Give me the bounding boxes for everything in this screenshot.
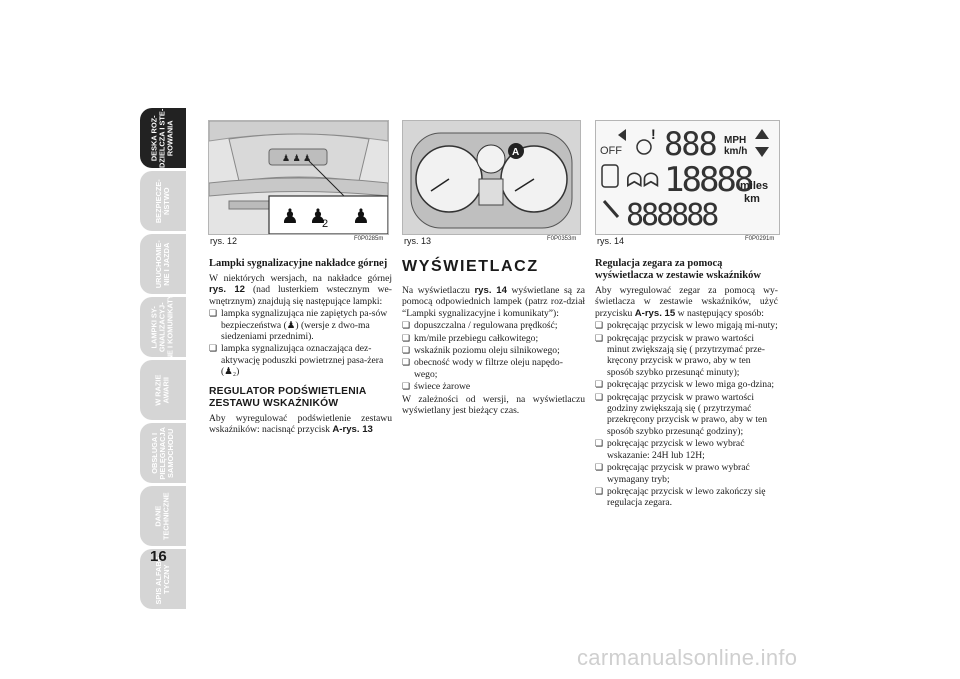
list-item: wskaźnik poziomu oleju silnikowego;	[402, 345, 585, 357]
watermark: carmanualsonline.info	[577, 645, 798, 670]
section-title: WYŚWIETLACZ	[402, 258, 539, 275]
paragraph: Aby wyregulować zegar za pomocą wy-świet…	[595, 285, 778, 319]
paragraph: W zależności od wersji, na wyświetlaczu …	[402, 393, 585, 417]
miles-label: miles	[740, 180, 768, 192]
svg-text:ᗣᗣ: ᗣᗣ	[626, 170, 659, 192]
tab-spis-alfabetyczny[interactable]: SPIS ALFABE- TYCZNY	[140, 549, 186, 609]
speed-digits: 888	[664, 125, 717, 163]
tab-deska-rozdzielcza[interactable]: DESKA ROZ- DZIELCZA I STE- ROWANIA	[140, 108, 186, 168]
list-item: lampka sygnalizująca oznaczająca dez-akt…	[209, 343, 392, 377]
bullet-list: dopuszczalna / regulowana prędkość; km/m…	[402, 320, 585, 393]
figure-code: F0P0291m	[745, 236, 775, 242]
tab-label: OBSŁUGA I PIELĘGNACJA SAMOCHODU	[149, 426, 176, 480]
paragraph: Na wyświetlaczu rys. 14 wyświetlane są z…	[402, 285, 585, 319]
figure-display: OFF ! 888 MPH km/h ᗣᗣ 18888 miles km 888…	[595, 120, 780, 235]
tab-label: BEZPIECZE- ŃSTWO	[153, 179, 171, 223]
tab-bezpieczenstwo[interactable]: BEZPIECZE- ŃSTWO	[140, 171, 186, 231]
figure-instrument-cluster: A	[402, 120, 581, 235]
instrument-cluster-illustration: A	[403, 121, 580, 234]
column-display: WYŚWIETLACZ Na wyświetlaczu rys. 14 wyśw…	[402, 258, 585, 417]
bullet-list: pokręcając przycisk w lewo migają mi-nut…	[595, 320, 778, 509]
tab-label: URUCHOMIE- NIE I JAZDA	[153, 239, 172, 289]
list-item: pokręcając przycisk w prawo wybrać wymag…	[595, 462, 778, 485]
list-item: pokręcając przycisk w lewo zakończy się …	[595, 486, 778, 509]
column-clock-adjustment: Regulacja zegara za pomocą wyświetlacza …	[595, 258, 778, 510]
tab-label: W RAZIE AWARII	[153, 374, 171, 406]
tab-dane-techniczne[interactable]: DANE TECHNICZNE	[140, 486, 186, 546]
tab-label: LAMPKI SY- GNALIZACYJ- NE I KOMUNIKATY	[149, 297, 176, 357]
km-label: km	[744, 193, 760, 205]
list-item: pokręcając przycisk w prawo wartości min…	[595, 333, 778, 379]
paragraph: Aby wyregulować podświetlenie zestawu ws…	[209, 412, 392, 436]
seat-number: 2	[322, 218, 328, 230]
paragraph: W niektórych wersjach, na nakładce górne…	[209, 273, 392, 307]
tab-w-razie-awarii[interactable]: W RAZIE AWARII	[140, 360, 186, 420]
figure-overhead-lamps: ♟ ♟ ♟ ♟ ♟ 2 ♟	[208, 120, 389, 235]
overhead-panel-illustration: ♟ ♟ ♟ ♟ ♟ 2 ♟	[209, 121, 388, 234]
list-item: km/mile przebiegu całkowitego;	[402, 333, 585, 345]
tab-obsluga[interactable]: OBSŁUGA I PIELĘGNACJA SAMOCHODU	[140, 423, 186, 483]
bullet-list: lampka sygnalizująca nie zapiętych pa-só…	[209, 308, 392, 377]
svg-text:♟: ♟	[281, 206, 299, 228]
figure-caption: rys. 12	[210, 236, 238, 246]
list-item: świece żarowe	[402, 381, 585, 393]
tab-uruchomienie[interactable]: URUCHOMIE- NIE I JAZDA	[140, 234, 186, 294]
svg-text:!: !	[651, 126, 656, 142]
list-item: dopuszczalna / regulowana prędkość;	[402, 320, 585, 332]
figure-code: F0P0285m	[354, 236, 384, 242]
button-a-marker: A	[512, 147, 519, 158]
section-heading: Regulacja zegara za pomocą wyświetlacza …	[595, 258, 761, 281]
off-indicator: OFF	[600, 145, 622, 157]
svg-text:♟: ♟	[309, 206, 327, 228]
trip-digits: 888888	[626, 198, 718, 233]
tab-label: DESKA ROZ- DZIELCZA I STE- ROWANIA	[149, 108, 176, 168]
figure-caption: rys. 14	[597, 236, 625, 246]
section-heading: Lampki sygnalizacyjne nakładce górnej	[209, 258, 388, 269]
column-overhead-lamps: Lampki sygnalizacyjne nakładce górnej W …	[209, 258, 392, 436]
list-item: pokręcając przycisk w prawo wartości god…	[595, 392, 778, 438]
list-item: pokręcając przycisk w lewo wybrać wskaza…	[595, 438, 778, 461]
list-item: obecność wody w filtrze oleju napędo-weg…	[402, 357, 585, 380]
kmh-label: km/h	[724, 146, 747, 157]
figure-caption: rys. 13	[404, 236, 432, 246]
figure-code: F0P0353m	[547, 236, 577, 242]
tab-label: DANE TECHNICZNE	[153, 492, 172, 540]
svg-text:♟: ♟	[352, 206, 370, 228]
page-number: 16	[150, 548, 167, 565]
list-item: pokręcając przycisk w lewo migają mi-nut…	[595, 320, 778, 332]
section-heading: REGULATOR PODŚWIETLENIA ZESTAWU WSKAŹNIK…	[209, 385, 367, 410]
odometer-digits: 18888	[664, 160, 753, 200]
list-item: pokręcając przycisk w lewo miga go-dzina…	[595, 379, 778, 391]
mph-label: MPH	[724, 135, 746, 146]
display-illustration: OFF ! 888 MPH km/h ᗣᗣ 18888 miles km 888…	[596, 121, 779, 234]
svg-text:♟ ♟ ♟: ♟ ♟ ♟	[282, 153, 311, 163]
list-item: lampka sygnalizująca nie zapiętych pa-só…	[209, 308, 392, 342]
tab-lampki[interactable]: LAMPKI SY- GNALIZACYJ- NE I KOMUNIKATY	[140, 297, 186, 357]
